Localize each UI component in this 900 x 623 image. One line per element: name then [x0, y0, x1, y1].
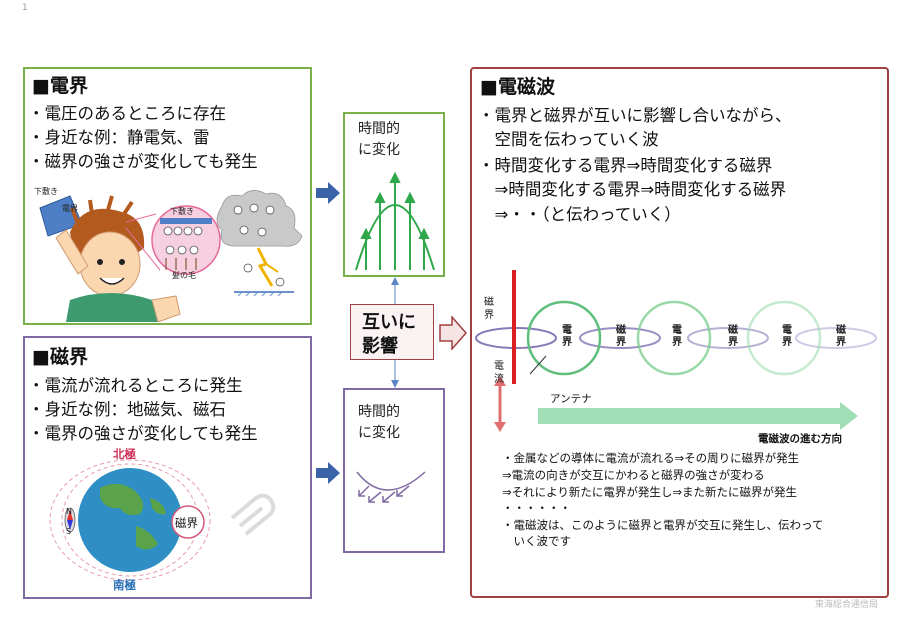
footer-credit: 東海総合通信局 — [815, 600, 879, 610]
earth-magnetism-illustration — [49, 459, 276, 581]
em-wave-bullet-3: ・時間変化する電界⇒時間変化する磁界 — [478, 156, 773, 175]
em-note-6: いく波です — [502, 534, 571, 548]
arrow-electric-to-temporal — [316, 182, 340, 204]
temporal-bottom-line1: 時間的 — [358, 404, 400, 420]
label-jikai-earth: 磁界 — [175, 516, 198, 530]
label-compass-s: S — [66, 527, 72, 536]
em-wave-bullet-5: ⇒・・（と伝わっていく） — [478, 205, 681, 224]
em-note-4: ・・・・・・ — [502, 501, 571, 515]
arrow-magnetic-to-temporal — [316, 462, 340, 484]
page-number: 1 — [22, 3, 28, 13]
static-electricity-illustration — [39, 190, 303, 322]
loop-label-5: 電界 — [782, 325, 792, 348]
temporal-bottom-line2: に変化 — [358, 425, 400, 441]
vertical-connector-bottom — [391, 360, 399, 388]
vertical-connector-top — [391, 277, 399, 305]
em-wave-bullet-4: ⇒時間変化する電界⇒時間変化する磁界 — [478, 180, 787, 199]
electric-field-bullet-3: ・磁界の強さが変化しても発生 — [28, 152, 258, 171]
label-antenna: アンテナ — [550, 393, 592, 405]
label-denryu: 電流 — [494, 361, 504, 385]
electric-field-heading: ■電界 — [32, 75, 88, 97]
em-note-1: ・金属などの導体に電流が流れる⇒その周りに磁界が発生 — [502, 451, 800, 465]
em-note-2: ⇒電流の向きが交互にかわると磁界の強さが変わる — [502, 468, 765, 482]
em-propagation-diagram — [475, 270, 877, 432]
loop-label-4: 磁界 — [728, 325, 738, 348]
temporal-top-line2: に変化 — [358, 142, 400, 158]
label-direction: 電磁波の進む方向 — [758, 433, 842, 445]
electric-field-bullet-1: ・電圧のあるところに存在 — [28, 104, 226, 123]
label-denkai-small: 電界 — [62, 204, 78, 213]
mutual-line2: 影響 — [362, 336, 398, 357]
label-jikai-antenna: 磁界 — [484, 297, 494, 321]
magnetic-field-wave-icon — [356, 471, 426, 503]
em-wave-bullet-2: 空間を伝わっていく波 — [478, 130, 659, 149]
arrow-to-em-wave — [439, 316, 467, 350]
label-shitajiki: 下敷き — [34, 187, 58, 196]
electric-field-bullet-2: ・身近な例：静電気、雷 — [28, 128, 210, 147]
em-wave-heading: ■電磁波 — [480, 76, 555, 98]
mutual-influence-box — [350, 304, 434, 360]
label-south-pole: 南極 — [113, 578, 136, 592]
magnetic-field-heading: ■磁界 — [32, 346, 88, 368]
mutual-line1: 互いに — [362, 312, 416, 333]
temporal-change-bottom-box — [343, 388, 445, 553]
loop-label-2: 磁界 — [616, 325, 626, 348]
magnetic-field-bullet-3: ・電界の強さが変化しても発生 — [28, 424, 258, 443]
magnetic-field-bullet-1: ・電流が流れるところに発生 — [28, 376, 243, 395]
loop-label-1: 電界 — [562, 325, 572, 348]
em-wave-bullet-1: ・電界と磁界が互いに影響し合いながら、 — [478, 106, 792, 125]
label-north-pole: 北極 — [113, 447, 136, 461]
label-shitajiki-magnified: 下敷き — [170, 207, 194, 216]
em-note-3: ⇒それにより新たに電界が発生し⇒また新たに磁界が発生 — [502, 485, 798, 499]
electric-field-wave-icon — [355, 171, 435, 271]
loop-label-6: 磁界 — [836, 325, 846, 348]
label-compass-n: N — [66, 507, 72, 516]
loop-label-3: 電界 — [672, 325, 682, 348]
em-note-5: ・電磁波は、このように磁界と電界が交互に発生し、伝わって — [502, 518, 824, 532]
label-kami-no-ke: 髪の毛 — [172, 271, 196, 280]
magnetic-field-bullet-2: ・身近な例：地磁気、磁石 — [28, 400, 226, 419]
temporal-top-line1: 時間的 — [358, 121, 400, 137]
